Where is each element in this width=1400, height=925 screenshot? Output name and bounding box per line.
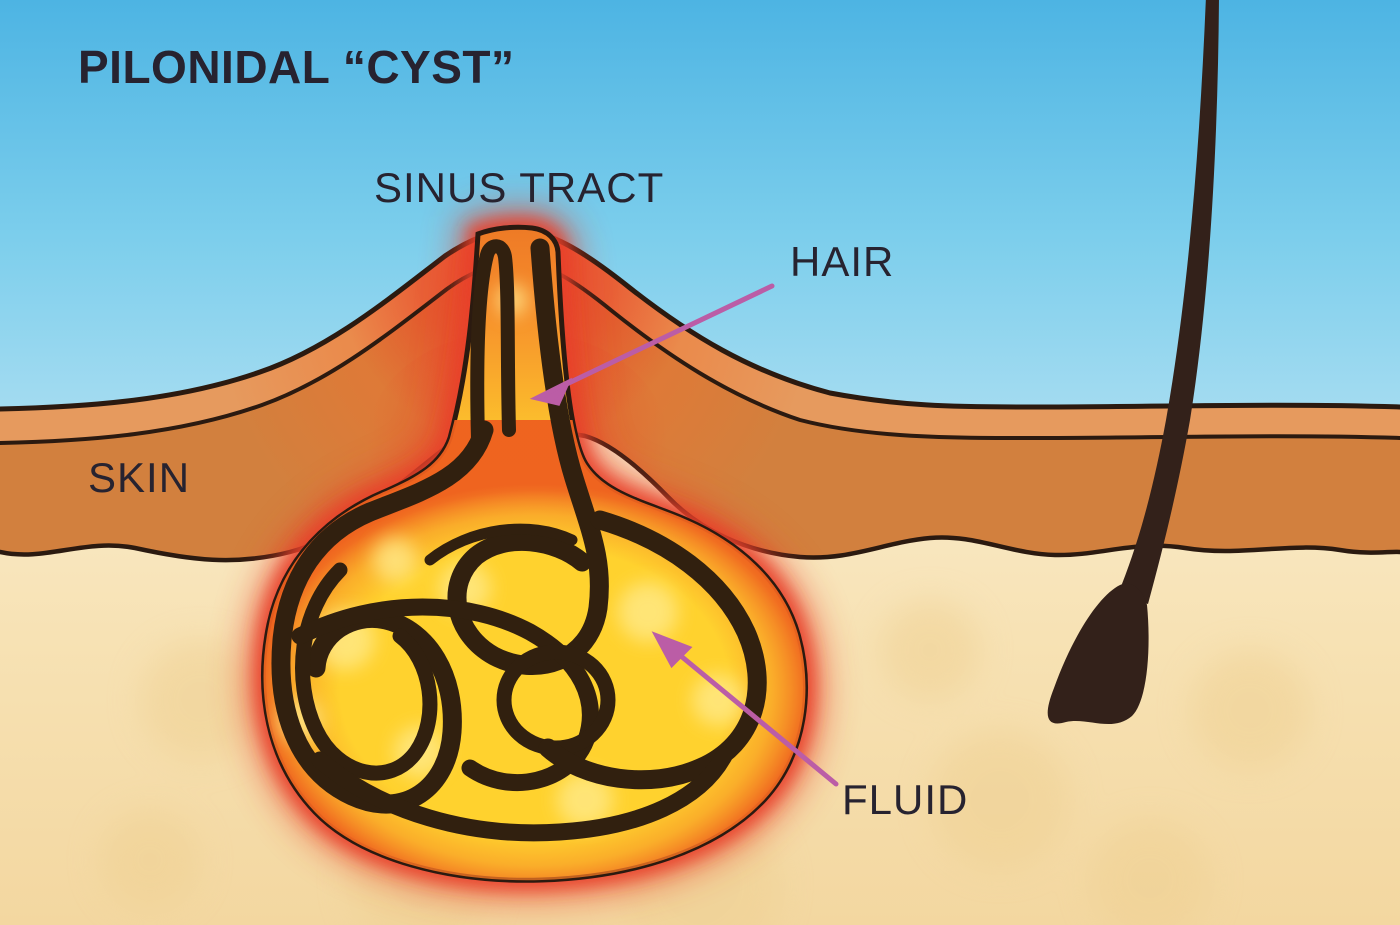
hair-arrow [529,283,775,406]
hair-strand [1047,0,1219,725]
diagram-title: PILONIDAL “CYST” [78,41,515,93]
skin-epidermis-layer [0,229,1400,443]
fluid-arrow [651,631,839,787]
fluid-label: FLUID [842,776,969,823]
sinus-tract-label: SINUS TRACT [374,164,665,211]
hair-label: HAIR [790,238,895,285]
annotation-arrows [529,283,839,787]
tangled-hair-in-cyst [271,238,767,842]
hair-shaft [1118,0,1219,604]
skin-label: SKIN [88,454,191,501]
hair-follicle-bulb [1047,583,1149,725]
